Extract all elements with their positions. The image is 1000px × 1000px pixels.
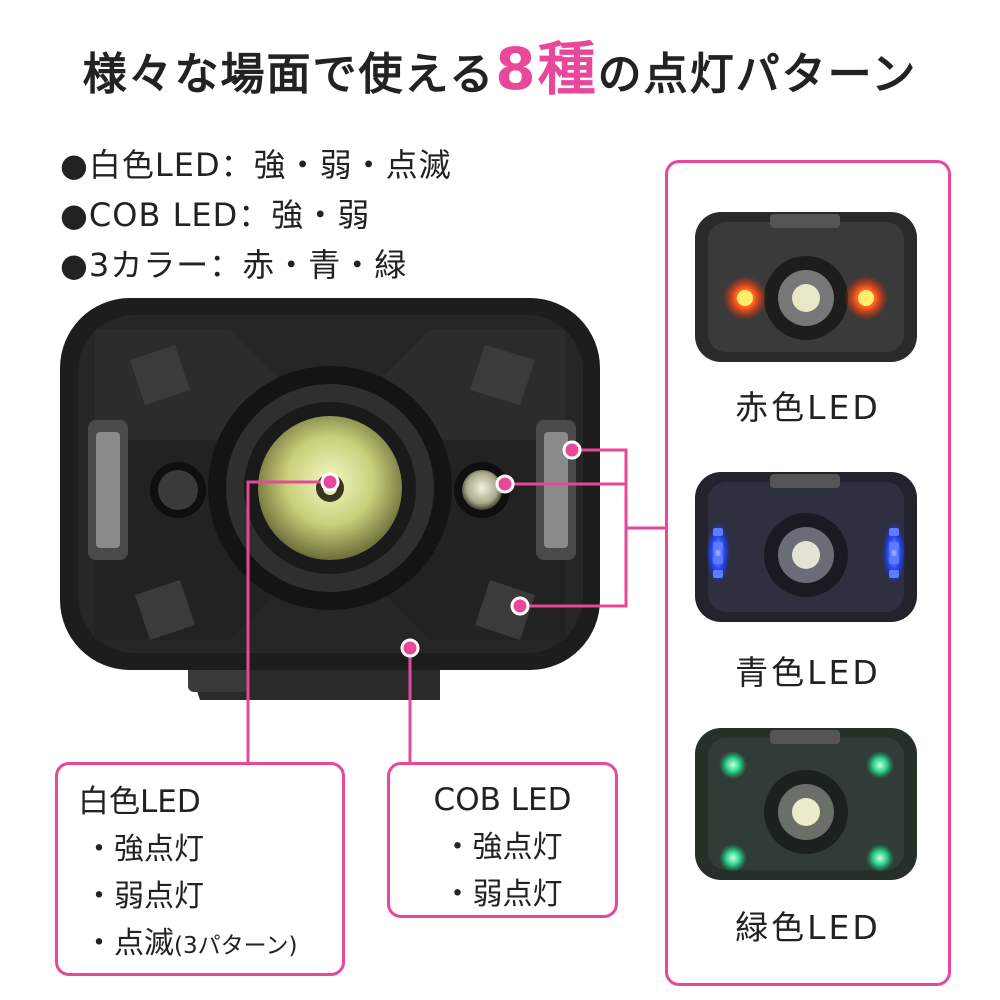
title-tail: の点灯パターン xyxy=(597,49,918,100)
connector-dots xyxy=(320,440,582,658)
blink-label: ・点滅 xyxy=(84,926,174,961)
connector-green-led xyxy=(520,528,628,608)
feature-row-white-led: ●白色LED：強・弱・点滅 xyxy=(60,140,452,190)
bullet-icon: ● xyxy=(60,246,89,284)
callout-item-strong: ・強点灯 xyxy=(442,830,563,865)
connector-white-led xyxy=(246,480,330,762)
feature-text: COB LED：強・弱 xyxy=(88,196,371,234)
callout-white-led: 白色LED ・強点灯 ・弱点灯 ・点滅(3パターン) xyxy=(55,762,345,976)
blink-note: (3パターン) xyxy=(174,933,298,959)
bullet-icon: ● xyxy=(60,196,89,234)
callout-item-strong: ・強点灯 xyxy=(84,832,204,867)
callout-item-weak: ・弱点灯 xyxy=(442,877,563,912)
connector-lines xyxy=(246,448,665,762)
variant-label-red: 赤色LED xyxy=(735,388,881,427)
title-lead: 様々な場面で使える xyxy=(82,49,496,100)
variant-label-green: 緑色LED xyxy=(735,908,881,947)
headlamp-green-variant xyxy=(695,728,917,880)
headlamp-blue-variant xyxy=(695,472,917,622)
callout-item-blink: ・点滅(3パターン) xyxy=(78,920,297,970)
feature-list: ●白色LED：強・弱・点滅 ●COB LED：強・弱 ●3カラー：赤・青・緑 xyxy=(60,140,452,290)
feature-text: 白色LED：強・弱・点滅 xyxy=(88,146,452,184)
feature-row-cob-led: ●COB LED：強・弱 xyxy=(60,190,452,240)
callout-item-weak: ・弱点灯 xyxy=(84,879,204,914)
connector-red-led xyxy=(572,448,665,530)
callout-title: 白色LED xyxy=(78,784,201,820)
title-highlight: 8種 xyxy=(495,35,598,103)
bullet-icon: ● xyxy=(60,146,89,184)
headlamp-main xyxy=(60,298,600,700)
callout-title: COB LED xyxy=(433,782,572,818)
feature-row-3-color: ●3カラー：赤・青・緑 xyxy=(60,240,452,290)
variant-label-blue: 青色LED xyxy=(735,653,881,692)
headlamp-red-variant xyxy=(695,212,917,362)
page-title: 様々な場面で使える8種の点灯パターン xyxy=(0,22,1000,106)
callout-cob-led: COB LED ・強点灯 ・弱点灯 xyxy=(387,762,618,918)
feature-text: 3カラー：赤・青・緑 xyxy=(88,246,408,284)
